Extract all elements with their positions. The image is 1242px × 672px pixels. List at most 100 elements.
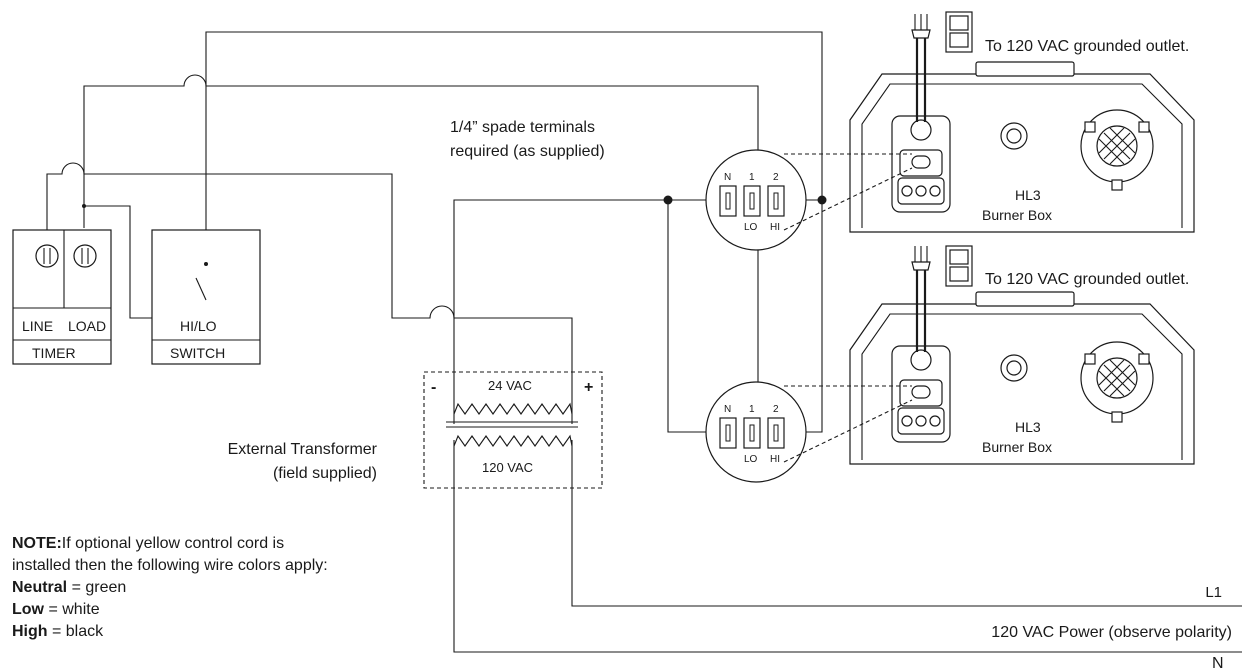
power-label: 120 VAC Power (observe polarity): [991, 624, 1232, 641]
connector-pin-icon: [915, 185, 927, 197]
mount-tab-icon: [1138, 353, 1150, 365]
note-neutral: Neutral = green: [12, 579, 126, 596]
switch-title: SWITCH: [170, 345, 225, 361]
note-high-name: High: [12, 623, 48, 640]
spade-icon: [773, 424, 779, 442]
transformer-label-line2: (field supplied): [273, 465, 377, 482]
hi-lo-switch: HI/LO SWITCH: [151, 229, 261, 365]
terminal-2-label: 2: [773, 172, 779, 183]
burner-box-name: Burner Box: [982, 207, 1052, 223]
plug-head-icon: [911, 29, 931, 39]
terminal-hi-label: HI: [770, 454, 780, 465]
terminal-n-label: N: [724, 172, 731, 183]
burner-box-model: HL3: [1015, 187, 1041, 203]
spade-icon: [749, 192, 755, 210]
burner-box-handle: [975, 61, 1075, 77]
terminal-n: [719, 417, 737, 449]
gas-valve-core: [1006, 360, 1022, 376]
callout-line: [783, 399, 913, 463]
terminal-2-label: 2: [773, 404, 779, 415]
junction-dot-load: [82, 204, 86, 208]
transformer-plus: +: [584, 379, 593, 396]
spade-icon: [725, 192, 731, 210]
mount-tab-icon: [1138, 121, 1150, 133]
cord-grommet-icon: [910, 349, 932, 371]
terminal-1: [743, 185, 761, 217]
timer: LINE LOAD TIMER: [12, 229, 112, 365]
terminal-hi-label: HI: [770, 222, 780, 233]
outlet-socket-icon: [949, 32, 969, 48]
note-line2: installed then the following wire colors…: [12, 557, 328, 574]
junction-dot-neutral: [663, 195, 673, 205]
wiring: [46, 31, 1242, 653]
connector-pin-icon: [901, 415, 913, 427]
transformer-primary-label: 120 VAC: [482, 460, 533, 475]
burner-box-handle: [975, 291, 1075, 307]
outlet-label: To 120 VAC grounded outlet.: [985, 38, 1189, 55]
wire-l1: [571, 440, 1242, 607]
timer-line-label: LINE: [22, 318, 53, 334]
note-high-value: = black: [48, 623, 105, 640]
terminal-n: [719, 185, 737, 217]
note-heading: NOTE:: [12, 535, 62, 552]
cord-grommet-icon: [910, 119, 932, 141]
note-low: Low = white: [12, 601, 100, 618]
outlet-socket-icon: [949, 266, 969, 282]
burner-mesh-pattern: [1098, 359, 1136, 397]
connector-pin-icon: [929, 185, 941, 197]
transformer-label-line1: External Transformer: [228, 441, 378, 458]
timer-title: TIMER: [32, 345, 76, 361]
plug-icon: [911, 385, 931, 399]
terminal-1: [743, 417, 761, 449]
connector-pin-icon: [915, 415, 927, 427]
spade-icon: [749, 424, 755, 442]
wire-n: [453, 440, 1242, 653]
switch-contact-dot: [204, 262, 208, 266]
primary-coil-icon: [453, 434, 573, 447]
callout-line: [783, 167, 913, 231]
terminal-1-label: 1: [749, 404, 755, 415]
burner-box-upper: To 120 VAC grounded outlet. HL3 Burner B…: [783, 11, 1195, 233]
plug-head-icon: [911, 261, 931, 271]
switch-label: HI/LO: [180, 318, 217, 334]
mount-tab-icon: [1084, 353, 1096, 365]
wire-neutral: [453, 199, 668, 424]
terminal-block-upper: N 1 2 LO HI: [705, 149, 807, 251]
terminal-block-lower: N 1 2 LO HI: [705, 381, 807, 483]
transformer-minus: -: [431, 379, 436, 396]
secondary-coil-icon: [453, 402, 573, 415]
terminal-n-label: N: [724, 404, 731, 415]
spade-icon: [773, 192, 779, 210]
transformer-secondary-label: 24 VAC: [488, 378, 532, 393]
outlet-socket-icon: [949, 15, 969, 31]
mount-tab-icon: [1084, 121, 1096, 133]
burner-box-lower: To 120 VAC grounded outlet. HL3 Burner B…: [783, 245, 1195, 465]
terminal-1-label: 1: [749, 172, 755, 183]
burner-box-name: Burner Box: [982, 439, 1052, 455]
note-neutral-name: Neutral: [12, 579, 67, 596]
timer-load-label: LOAD: [68, 318, 106, 334]
terminal-lo-label: LO: [744, 454, 758, 465]
plug-icon: [911, 155, 931, 169]
power-n-label: N: [1212, 655, 1224, 672]
burner-box-inner-edge: [861, 83, 1183, 228]
note-line1: NOTE:If optional yellow control cord is: [12, 535, 284, 552]
gas-valve-core: [1006, 128, 1022, 144]
spade-terminals-line1: 1/4” spade terminals: [450, 119, 595, 136]
spade-terminals-line2: required (as supplied): [450, 143, 605, 160]
outlet-label: To 120 VAC grounded outlet.: [985, 271, 1189, 288]
terminal-2: [767, 185, 785, 217]
connector-pin-icon: [901, 185, 913, 197]
note-text1: If optional yellow control cord is: [62, 535, 284, 552]
note-low-value: = white: [44, 601, 100, 618]
mount-tab-icon: [1111, 411, 1123, 423]
note-high: High = black: [12, 623, 104, 640]
spade-icon: [725, 424, 731, 442]
wire-load-to-lo: [83, 74, 759, 228]
wire-color-note: NOTE:If optional yellow control cord is …: [12, 535, 328, 640]
switch-body: [151, 229, 261, 365]
burner-mesh-pattern: [1098, 127, 1136, 165]
timer-body: [12, 229, 112, 365]
wire-neutral-to-lower-n: [667, 200, 726, 433]
burner-box-model: HL3: [1015, 419, 1041, 435]
